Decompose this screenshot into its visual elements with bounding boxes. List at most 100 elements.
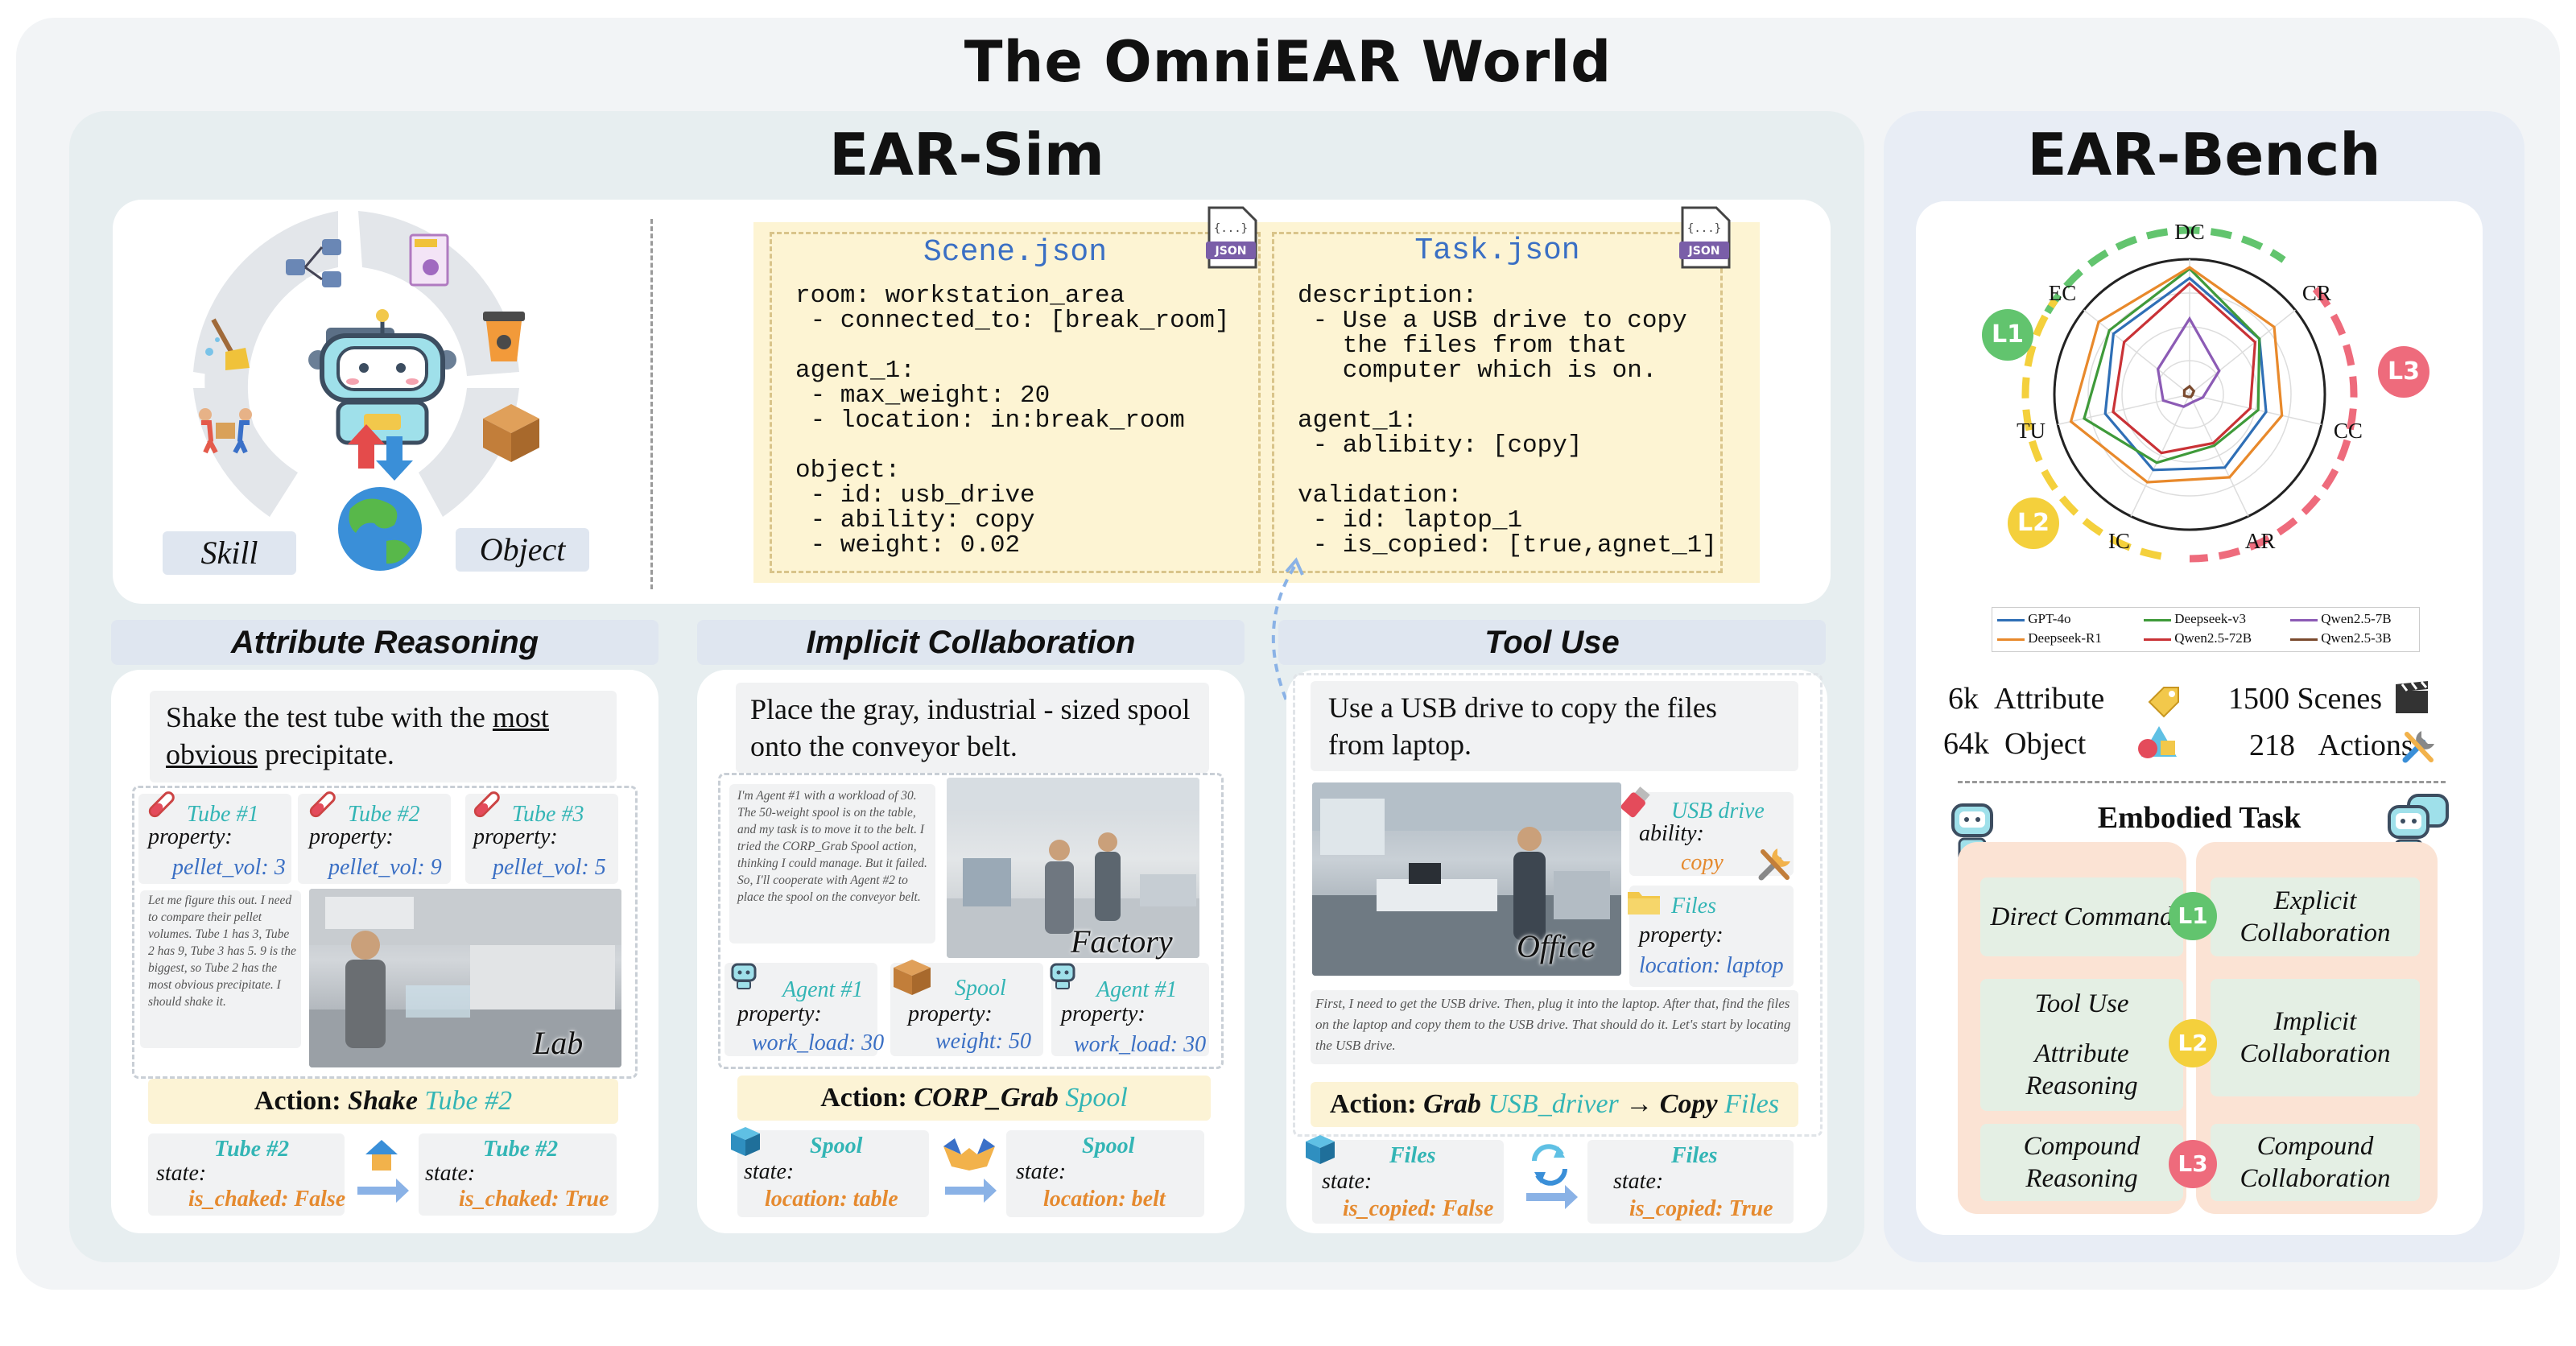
agent-1-property: property:	[737, 1001, 822, 1026]
office-scene-label: Office	[1517, 928, 1596, 964]
legend-swatch	[2290, 618, 2318, 621]
tube-2-property: property:	[309, 824, 394, 849]
radar-axis-label: CR	[2302, 281, 2331, 305]
attribute-thought: Let me figure this out. I need to compar…	[148, 894, 296, 1009]
tube-2-value: pellet_vol: 9	[328, 855, 442, 880]
legend-swatch	[2290, 638, 2318, 641]
tool-thought: First, I need to get the USB drive. Then…	[1315, 996, 1791, 1053]
tool-use-scene-box	[1293, 673, 1823, 1137]
usb-drive-value: copy	[1681, 850, 1724, 875]
carrying-people-icon	[199, 408, 252, 454]
handshake-icon	[937, 1130, 1001, 1207]
legend-item: Deepseek-v3	[2144, 611, 2246, 627]
compound-reasoning-cell: Compound Reasoning	[1980, 1124, 2183, 1201]
implicit-before-name: Spool	[810, 1133, 863, 1158]
level-arcs	[2021, 226, 2358, 563]
tool-use-label: Tool Use	[2034, 989, 2129, 1018]
tag-icon	[2145, 683, 2183, 724]
tool-thought-box	[1311, 990, 1798, 1064]
legend-item: Qwen2.5-7B	[2290, 611, 2392, 627]
tool-before-value: is_copied: False	[1343, 1196, 1494, 1221]
factory-scene-label: Factory	[1071, 923, 1173, 960]
implicit-after-label: state:	[1016, 1159, 1067, 1184]
level-1-arc	[2044, 226, 2286, 315]
level-2-badge: L2	[2169, 1019, 2217, 1067]
embodied-task-title: Embodied Task	[2097, 801, 2301, 835]
attribute-instruction-box	[150, 691, 617, 782]
implicit-before-state	[737, 1130, 929, 1217]
radar-axis-label: DC	[2174, 220, 2205, 244]
attribute-reasoning-label: Attribute Reasoning	[2025, 1039, 2138, 1100]
implicit-action: Action: CORP_Grab Spool	[737, 1076, 1211, 1121]
usb-drive-name: USB drive	[1671, 799, 1765, 824]
files-value: location: laptop	[1639, 953, 1784, 978]
cleaning-icon	[205, 318, 250, 370]
robot-small-icon	[728, 958, 760, 994]
implicit-collaboration-header: Implicit Collaboration	[697, 620, 1245, 665]
direct-command-cell: Direct Command	[1980, 877, 2183, 956]
tool-after-state	[1587, 1140, 1794, 1224]
coffee-cup-icon	[483, 312, 525, 361]
radar-spoke	[2130, 394, 2190, 517]
tool-before-state	[1312, 1140, 1504, 1224]
test-tube-icon	[142, 789, 177, 828]
stat-attribute: 6k Attribute	[1948, 682, 2105, 716]
radar-spoke	[2083, 309, 2190, 395]
shake-icon	[349, 1130, 414, 1207]
lab-scene-image	[309, 889, 621, 1067]
level-2-arc	[2021, 298, 2162, 560]
before-state-value: is_chaked: False	[188, 1187, 346, 1212]
spool-property: property:	[908, 1001, 993, 1026]
cube-icon	[1302, 1132, 1338, 1171]
spool-value: weight: 50	[935, 1029, 1031, 1054]
tool-after-label: state:	[1613, 1169, 1664, 1194]
radar-series-qwen2-5-3b	[2182, 384, 2196, 398]
implicit-after-name: Spool	[1082, 1133, 1135, 1158]
task-json-title: Task.json	[1414, 233, 1580, 268]
radar-spoke	[2189, 394, 2322, 426]
implicit-instruction: Place the gray, industrial - sized spool…	[750, 693, 1191, 762]
radar-series-deepseek-r1	[2069, 266, 2284, 484]
implicit-instruction-box	[736, 683, 1209, 773]
object-arc-top	[358, 211, 519, 376]
implicit-after-value: location: belt	[1043, 1187, 1166, 1212]
radar-axis-label: IC	[2108, 529, 2130, 553]
sync-icon	[1518, 1137, 1583, 1213]
tube-3-property: property:	[473, 824, 558, 849]
level-2-badge: L2	[2008, 498, 2059, 549]
actions-tools-icon	[2399, 725, 2441, 770]
attribute-thought-box	[140, 890, 301, 1048]
level-3-badge: L3	[2378, 346, 2429, 398]
svg-text:{...}: {...}	[1214, 222, 1248, 235]
legend-item: Qwen2.5-72B	[2144, 630, 2252, 646]
shapes-icon	[2136, 725, 2182, 766]
radar-series-qwen2-5-72b	[2112, 282, 2257, 455]
tube-2-name: Tube #2	[348, 802, 420, 827]
agent-2-value: work_load: 30	[1074, 1032, 1207, 1057]
radar-series-qwen2-5-7b	[2156, 316, 2221, 408]
implicit-thought: I'm Agent #1 with a workload of 30. The …	[737, 789, 927, 904]
tube-3-value: pellet_vol: 5	[493, 855, 606, 880]
implicit-after-state	[1006, 1130, 1204, 1217]
legend-swatch	[1997, 618, 2025, 621]
after-state-value: is_chaked: True	[459, 1187, 609, 1212]
robot-icon	[308, 309, 456, 445]
robot-small-icon	[1046, 958, 1079, 994]
implicit-before-value: location: table	[765, 1187, 898, 1212]
tube-1-name: Tube #1	[187, 802, 259, 827]
globe-icon	[338, 487, 422, 571]
ear-bench-title: EAR-Bench	[2027, 121, 2381, 188]
json-file-icon: JSON{...}	[1679, 206, 1732, 269]
radar-spoke	[2189, 309, 2296, 395]
magazine-icon	[409, 233, 449, 287]
legend-item: Deepseek-R1	[1997, 630, 2102, 646]
files-property: property:	[1639, 923, 1724, 948]
scene-json-box	[770, 232, 1261, 573]
page-title: The OmniEAR World	[964, 29, 1612, 95]
chart-legend: GPT-4o Deepseek-v3 Qwen2.5-7B Deepseek-R…	[1992, 607, 2420, 652]
tube-1-property: property:	[148, 824, 233, 849]
skill-label: Skill	[163, 531, 296, 575]
